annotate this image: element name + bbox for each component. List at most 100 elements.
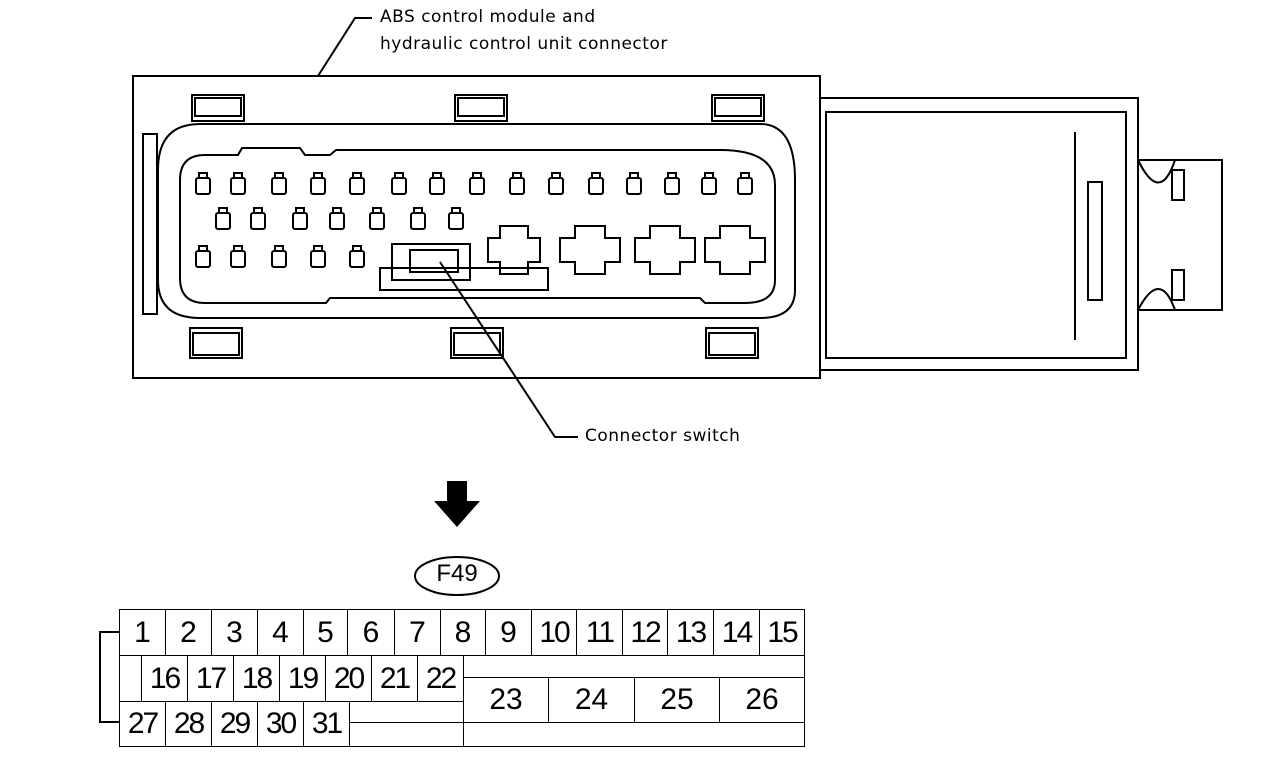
- pin-cavity-tab: [198, 172, 208, 179]
- pin-cell: 19: [279, 655, 326, 702]
- pin-cell: 18: [233, 655, 280, 702]
- pin-cavity: [701, 177, 717, 195]
- pin-cell: 28: [165, 701, 212, 747]
- pin-cavity: [469, 177, 485, 195]
- pin-cell: 27: [119, 701, 166, 747]
- pin-cavity-tab: [352, 245, 362, 252]
- pin-cavity: [548, 177, 564, 195]
- pin-cavity-tab: [667, 172, 677, 179]
- pin-cavity-tab: [198, 245, 208, 252]
- pin-cavity-tab: [591, 172, 601, 179]
- pin-cavity: [349, 177, 365, 195]
- pin-cavity: [369, 212, 385, 230]
- pin-cell: 8: [440, 609, 486, 656]
- pin-cavity-tab: [295, 207, 305, 214]
- pin-cavity-tab: [233, 172, 243, 179]
- pin-cell: 14: [713, 609, 760, 656]
- pin-cell: 20: [325, 655, 372, 702]
- pin-cavity-tab: [313, 245, 323, 252]
- pin-cavity: [509, 177, 525, 195]
- pin-cavity-tab: [274, 245, 284, 252]
- pin-cell-spacer: [463, 722, 805, 747]
- bottom-latch: [705, 327, 759, 359]
- pin-cavity: [410, 212, 426, 230]
- pin-cell: 9: [485, 609, 532, 656]
- title-leader-line: [317, 17, 372, 77]
- bottom-latch: [450, 327, 504, 359]
- pin-cavity: [588, 177, 604, 195]
- pinout-bracket: [99, 631, 120, 723]
- top-latch: [711, 94, 765, 122]
- pin-cavity: [737, 177, 753, 195]
- large-terminal-24: [559, 225, 621, 275]
- pin-cell-spacer: [463, 655, 805, 678]
- pin-cell: 29: [211, 701, 258, 747]
- large-terminal-23: [487, 225, 541, 275]
- pin-cavity: [271, 250, 287, 268]
- pin-cell: 16: [141, 655, 188, 702]
- pin-cavity: [292, 212, 308, 230]
- connector-switch: [391, 243, 471, 281]
- large-terminal-26: [704, 225, 766, 275]
- pin-cell: 7: [394, 609, 441, 656]
- pin-cavity-tab: [274, 172, 284, 179]
- top-latch: [454, 94, 508, 122]
- pin-cavity-tab: [740, 172, 750, 179]
- pin-cavity-tab: [233, 245, 243, 252]
- pin-cavity-tab: [629, 172, 639, 179]
- pin-cavity-tab: [451, 207, 461, 214]
- pin-cell: 6: [347, 609, 395, 656]
- pin-cavity: [664, 177, 680, 195]
- pin-cavity: [215, 212, 231, 230]
- pin-cell: 26: [719, 677, 805, 723]
- pin-cavity: [429, 177, 445, 195]
- pin-cell: 23: [463, 677, 549, 723]
- connector-switch-label: Connector switch: [585, 426, 741, 446]
- pin-cell: 22: [417, 655, 464, 702]
- pin-cell: 17: [187, 655, 234, 702]
- pin-cavity: [230, 177, 246, 195]
- switch-leader-line: [439, 261, 578, 438]
- pin-cell: [119, 655, 142, 702]
- pin-cavity: [349, 250, 365, 268]
- pin-cavity: [271, 177, 287, 195]
- pin-cavity-tab: [352, 172, 362, 179]
- pin-cell-spacer: [349, 722, 464, 747]
- pin-cell: 11: [576, 609, 623, 656]
- pin-cavity-tab: [394, 172, 404, 179]
- top-latch: [191, 94, 245, 122]
- pin-cavity-tab: [432, 172, 442, 179]
- pin-cavity: [195, 177, 211, 195]
- pin-cell: 5: [303, 609, 348, 656]
- pin-cell: 3: [211, 609, 258, 656]
- pin-cell: 21: [371, 655, 418, 702]
- pin-cell: 30: [257, 701, 304, 747]
- pin-cavity: [250, 212, 266, 230]
- pin-cell: 1: [119, 609, 166, 656]
- connector-id-oval: [414, 556, 500, 596]
- bottom-latch: [189, 327, 243, 359]
- pin-cavity-tab: [332, 207, 342, 214]
- pin-cavity-tab: [253, 207, 263, 214]
- pin-cell: 12: [622, 609, 668, 656]
- pin-cavity-tab: [512, 172, 522, 179]
- pin-cavity: [626, 177, 642, 195]
- down-arrow-icon: [434, 481, 480, 527]
- pin-cavity: [310, 250, 326, 268]
- pin-cell: 2: [165, 609, 212, 656]
- connector-face-inner: [179, 147, 776, 304]
- pin-cell: 31: [303, 701, 350, 747]
- pin-cavity: [448, 212, 464, 230]
- pin-cell: 13: [667, 609, 714, 656]
- pin-cavity-tab: [372, 207, 382, 214]
- connector-face-outer: [157, 123, 796, 319]
- pin-cell: 25: [634, 677, 720, 723]
- pin-cavity: [329, 212, 345, 230]
- pin-cell: 24: [548, 677, 635, 723]
- pin-cavity: [230, 250, 246, 268]
- connector-title-line1: ABS control module and: [380, 7, 596, 27]
- large-terminal-25: [634, 225, 696, 275]
- pin-cell: 4: [257, 609, 304, 656]
- pin-cavity-tab: [313, 172, 323, 179]
